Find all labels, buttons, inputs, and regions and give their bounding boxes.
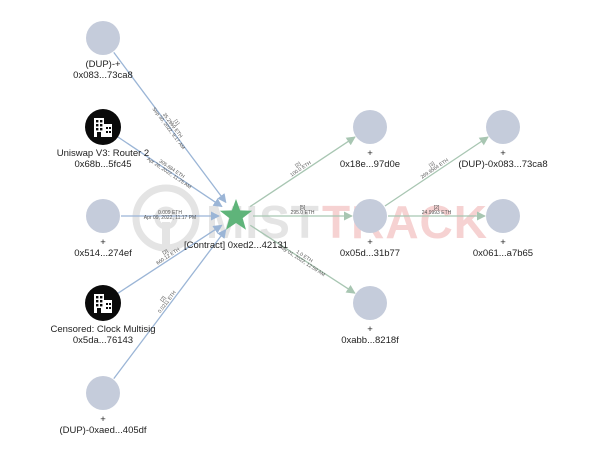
edge-label-l2: 0.0211 ETH bbox=[157, 290, 178, 315]
edge-label-l2: 295.0 ETH bbox=[291, 210, 315, 216]
node-label-line1: Uniswap V3: Router 2 bbox=[57, 148, 149, 159]
node-label-line1: + bbox=[367, 324, 373, 335]
edge-label-l1: [1] bbox=[172, 119, 180, 128]
node-label-address: 0xabb...8218f bbox=[341, 335, 399, 346]
node-label-line1: + bbox=[500, 237, 506, 248]
node-label-address: 0x083...73ca8 bbox=[73, 70, 133, 81]
node-label-address: 0x061...a7b65 bbox=[473, 248, 533, 259]
edge-label: [2]100.0 ETH bbox=[289, 160, 313, 178]
edge-label-l2: 269.9564 ETH bbox=[420, 157, 450, 180]
edge-label-l2: 100.0 ETH bbox=[289, 160, 313, 178]
node-n8[interactable]: +0xabb...8218f bbox=[341, 286, 399, 346]
node-circle[interactable] bbox=[353, 199, 387, 233]
node-n1[interactable]: (DUP)-+0x083...73ca8 bbox=[73, 21, 133, 81]
node-circle[interactable] bbox=[86, 21, 120, 55]
node-label-line1: (DUP)-+ bbox=[85, 59, 121, 70]
node-label-line1: + bbox=[100, 414, 106, 425]
edge-line[interactable] bbox=[113, 52, 227, 204]
node-label-address: 0x05d...31b77 bbox=[340, 248, 400, 259]
edge-line[interactable] bbox=[249, 224, 356, 294]
node-n5[interactable]: +(DUP)-0xaed...405df bbox=[59, 376, 147, 436]
edge-label: [5]295.0 ETH bbox=[291, 205, 315, 216]
edge-label-l1: [2] bbox=[294, 161, 302, 169]
node-label-address: 0x514...274ef bbox=[74, 248, 132, 259]
building-icon bbox=[94, 294, 112, 313]
watermark-text-right: TRACK bbox=[322, 196, 488, 248]
node-circle[interactable] bbox=[353, 110, 387, 144]
node-n3[interactable]: +0x514...274ef bbox=[74, 199, 132, 259]
watermark-logo-icon bbox=[132, 184, 200, 252]
star-icon[interactable] bbox=[219, 199, 253, 230]
node-n9[interactable]: +(DUP)-0x083...73ca8 bbox=[458, 110, 548, 170]
edge-label-l1: [2] bbox=[162, 248, 170, 256]
node-circle[interactable] bbox=[486, 110, 520, 144]
node-circle[interactable] bbox=[86, 376, 120, 410]
building-icon bbox=[94, 118, 112, 137]
node-circle[interactable] bbox=[486, 199, 520, 233]
node-label-line1: + bbox=[100, 237, 106, 248]
node-label-address: (DUP)-0xaed...405df bbox=[59, 425, 146, 436]
center-node-label: [Contract] 0xed2...42131 bbox=[184, 240, 288, 251]
node-label-address: 0x5da...76143 bbox=[73, 335, 133, 346]
edge-label-l1: [5] bbox=[300, 205, 306, 211]
edge-label-l1: [2] bbox=[159, 295, 168, 304]
node-circle[interactable] bbox=[86, 199, 120, 233]
node-label-line1: + bbox=[367, 148, 373, 159]
watermark: MIST TRACK bbox=[132, 184, 488, 252]
node-n10[interactable]: +0x061...a7b65 bbox=[473, 199, 533, 259]
edge-line[interactable] bbox=[117, 224, 223, 294]
edge-label-l2: 24.9993 ETH bbox=[422, 210, 452, 216]
edge-label-l1: [3] bbox=[428, 160, 436, 168]
edge-label: [2]24.9993 ETH bbox=[422, 205, 452, 216]
center-contract-node[interactable]: [Contract] 0xed2...42131 bbox=[184, 199, 288, 251]
edge-n7-n10[interactable]: [2]24.9993 ETH bbox=[388, 205, 486, 221]
edge-label-l1: [2] bbox=[434, 205, 440, 211]
node-label-address: 0x18e...97d0e bbox=[340, 159, 400, 170]
edge-line[interactable] bbox=[249, 136, 356, 208]
node-label-line1: + bbox=[500, 148, 506, 159]
edge-line[interactable] bbox=[384, 136, 489, 207]
edge-line[interactable] bbox=[117, 136, 223, 208]
edge-label-l3: Sep 30, 2022, 9:17 AM bbox=[151, 106, 186, 150]
node-n7[interactable]: +0x05d...31b77 bbox=[340, 199, 400, 259]
node-label-line1: Censored: Clock Multisig bbox=[50, 324, 155, 335]
node-circle[interactable] bbox=[353, 286, 387, 320]
edge-line[interactable] bbox=[113, 228, 227, 380]
node-label-line1: + bbox=[367, 237, 373, 248]
node-n6[interactable]: +0x18e...97d0e bbox=[340, 110, 400, 170]
edge-label-l2: 0.009 ETH bbox=[158, 210, 182, 216]
edge-label-l3: Apr 09, 2022, 11:17 PM bbox=[144, 215, 196, 221]
edge-label: [3]269.9564 ETH bbox=[420, 157, 450, 180]
watermark-text-left: MIST bbox=[206, 196, 320, 248]
edge-c-n7[interactable]: [5]295.0 ETH bbox=[253, 205, 353, 221]
node-label-address: (DUP)-0x083...73ca8 bbox=[458, 159, 547, 170]
node-label-address: 0x68b...5fc45 bbox=[74, 159, 131, 170]
